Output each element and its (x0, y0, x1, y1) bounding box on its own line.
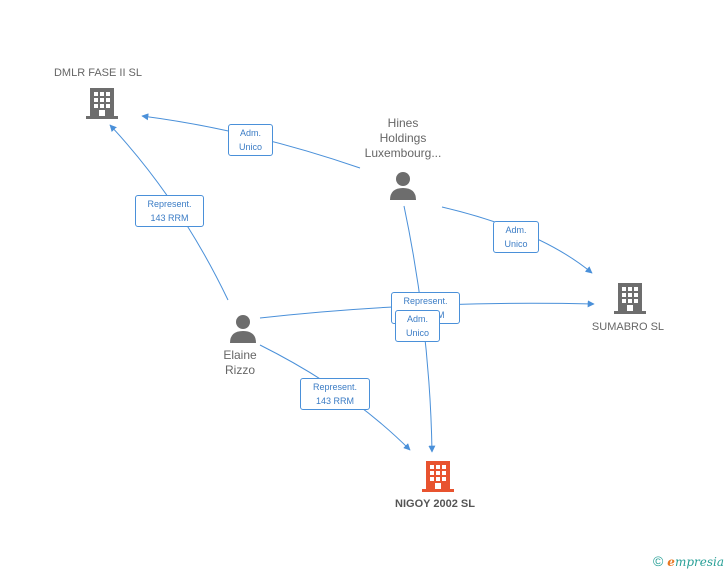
edge-label-elaine-nigoy[interactable]: Represent. 143 RRM (300, 378, 370, 410)
node-label-dmlr[interactable]: DMLR FASE II SL (53, 67, 143, 79)
brand-name: mpresia (674, 555, 724, 569)
building-icon[interactable] (422, 459, 454, 493)
building-icon[interactable] (614, 281, 646, 315)
edge-label-hines-nigoy[interactable]: Adm. Unico (395, 310, 440, 342)
brand-initial: e (667, 555, 675, 569)
edge-label-hines-dmlr[interactable]: Adm. Unico (228, 124, 273, 156)
node-label-nigoy[interactable]: NIGOY 2002 SL (395, 498, 475, 510)
edge-label-elaine-dmlr[interactable]: Represent. 143 RRM (135, 195, 204, 227)
node-label-sumabro[interactable]: SUMABRO SL (591, 321, 665, 333)
copyright-icon: © (652, 553, 664, 569)
node-label-hines[interactable]: Hines Holdings Luxembourg... (364, 116, 442, 160)
edge-label-hines-sumabro[interactable]: Adm. Unico (493, 221, 539, 253)
building-icon[interactable] (86, 86, 118, 120)
node-label-elaine[interactable]: Elaine Rizzo (223, 348, 257, 377)
person-icon[interactable] (228, 313, 258, 343)
brand-logo: ©empresia (653, 553, 724, 569)
person-icon[interactable] (388, 170, 418, 200)
